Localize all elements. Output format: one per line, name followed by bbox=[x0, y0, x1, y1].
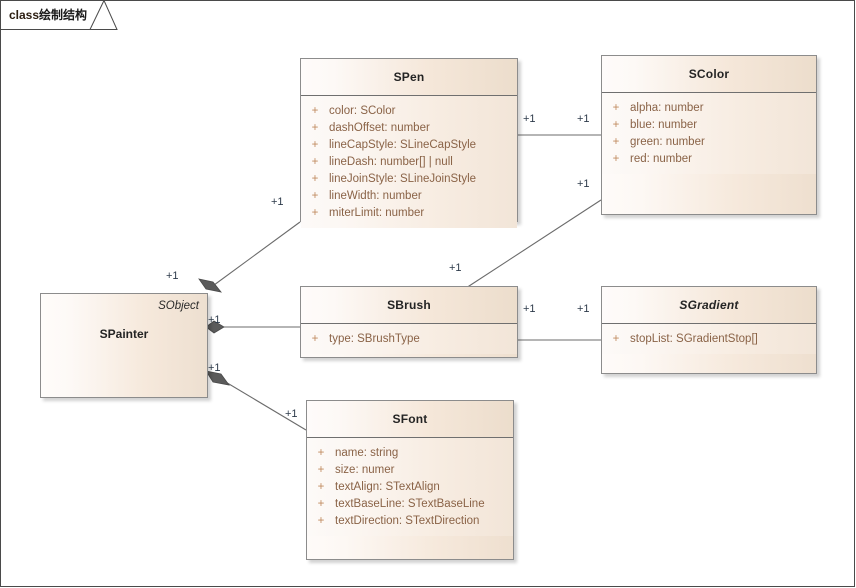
class-name-sgradient: SGradient bbox=[679, 298, 739, 312]
attribute-visibility: + bbox=[311, 122, 319, 134]
multiplicity-spen-source: +1 bbox=[271, 196, 284, 208]
attribute-text: name: string bbox=[335, 447, 399, 459]
attribute-visibility: + bbox=[317, 481, 325, 493]
relation-sbrush-scolor[interactable] bbox=[465, 199, 602, 289]
attribute-row: + size: numer bbox=[307, 462, 513, 479]
attribute-row: + lineDash: number[] | null bbox=[301, 154, 517, 171]
attribute-text: lineJoinStyle: SLineJoinStyle bbox=[329, 173, 477, 185]
multiplicity-sbrush-scolor: +1 bbox=[449, 262, 462, 274]
relation-spainter-spen[interactable] bbox=[198, 221, 301, 293]
diagram-name-tab[interactable]: class绘制结构 bbox=[0, 0, 118, 30]
attribute-text: size: numer bbox=[335, 464, 395, 476]
class-attributes-scolor: + alpha: number + blue: number + green: … bbox=[602, 93, 816, 174]
attribute-visibility: + bbox=[311, 139, 319, 151]
multiplicity-sbrush-sgradient: +1 bbox=[577, 303, 590, 315]
class-attributes-sfont: + name: string + size: numer + textAlign… bbox=[307, 438, 513, 536]
attribute-row: + red: number bbox=[602, 151, 816, 168]
class-attributes-sbrush: + type: SBrushType bbox=[301, 324, 517, 354]
class-name-scolor: SColor bbox=[688, 67, 730, 81]
attribute-text: alpha: number bbox=[630, 102, 704, 114]
attribute-row: + type: SBrushType bbox=[301, 331, 517, 348]
multiplicity-scolor-sbrush: +1 bbox=[577, 178, 590, 190]
attribute-visibility: + bbox=[317, 447, 325, 459]
attribute-row: + alpha: number bbox=[602, 100, 816, 117]
class-name-spen: SPen bbox=[393, 70, 425, 84]
attribute-text: dashOffset: number bbox=[329, 122, 430, 134]
attribute-visibility: + bbox=[317, 515, 325, 527]
attribute-row: + lineCapStyle: SLineCapStyle bbox=[301, 137, 517, 154]
class-superclass-spainter: SObject bbox=[158, 300, 199, 312]
attribute-text: green: number bbox=[630, 136, 705, 148]
attribute-text: red: number bbox=[630, 153, 693, 165]
attribute-row: + name: string bbox=[307, 445, 513, 462]
attribute-visibility: + bbox=[612, 333, 620, 345]
class-header-scolor: SColor bbox=[602, 56, 816, 93]
diagram-tab-title: 绘制结构 bbox=[39, 8, 88, 22]
attribute-visibility: + bbox=[311, 173, 319, 185]
class-header-sbrush: SBrush bbox=[301, 287, 517, 324]
class-box-sbrush[interactable]: SBrush + type: SBrushType bbox=[300, 286, 518, 358]
attribute-text: type: SBrushType bbox=[329, 333, 420, 345]
attribute-text: miterLimit: number bbox=[329, 207, 425, 219]
class-name-sbrush: SBrush bbox=[387, 298, 431, 312]
multiplicity-spainter-sfont: +1 bbox=[208, 362, 221, 374]
attribute-row: + color: SColor bbox=[301, 103, 517, 120]
attribute-visibility: + bbox=[311, 190, 319, 202]
class-header-sgradient: SGradient bbox=[602, 287, 816, 324]
attribute-row: + lineWidth: number bbox=[301, 188, 517, 205]
attribute-visibility: + bbox=[317, 498, 325, 510]
attribute-visibility: + bbox=[317, 464, 325, 476]
multiplicity-sbrush-target: +1 bbox=[523, 303, 536, 315]
attribute-row: + textBaseLine: STextBaseLine bbox=[307, 496, 513, 513]
multiplicity-scolor-spen: +1 bbox=[577, 113, 590, 125]
attribute-text: color: SColor bbox=[329, 105, 396, 117]
attribute-row: + dashOffset: number bbox=[301, 120, 517, 137]
attribute-text: lineCapStyle: SLineCapStyle bbox=[329, 139, 477, 151]
class-box-sfont[interactable]: SFont + name: string + size: numer + tex… bbox=[306, 400, 514, 560]
multiplicity-sfont-target: +1 bbox=[285, 408, 298, 420]
attribute-text: textAlign: STextAlign bbox=[335, 481, 440, 493]
attribute-visibility: + bbox=[311, 333, 319, 345]
class-box-spen[interactable]: SPen + color: SColor + dashOffset: numbe… bbox=[300, 58, 518, 228]
attribute-visibility: + bbox=[311, 105, 319, 117]
attribute-visibility: + bbox=[612, 102, 620, 114]
class-header-sfont: SFont bbox=[307, 401, 513, 438]
diagram-tab-label: class绘制结构 bbox=[9, 6, 87, 23]
attribute-row: + lineJoinStyle: SLineJoinStyle bbox=[301, 171, 517, 188]
attribute-text: lineDash: number[] | null bbox=[329, 156, 453, 168]
multiplicity-spainter-sbrush: +1 bbox=[208, 314, 221, 326]
attribute-row: + blue: number bbox=[602, 117, 816, 134]
class-box-spainter[interactable]: SObject SPainter bbox=[40, 293, 208, 398]
class-header-spen: SPen bbox=[301, 59, 517, 96]
attribute-text: stopList: SGradientStop[] bbox=[630, 333, 758, 345]
class-attributes-sgradient: + stopList: SGradientStop[] bbox=[602, 324, 816, 354]
attribute-row: + textDirection: STextDirection bbox=[307, 513, 513, 530]
multiplicity-spen-scolor: +1 bbox=[523, 113, 536, 125]
attribute-row: + green: number bbox=[602, 134, 816, 151]
relation-spainter-sfont[interactable] bbox=[205, 370, 307, 431]
class-box-sgradient[interactable]: SGradient + stopList: SGradientStop[] bbox=[601, 286, 817, 374]
diagram-tab-keyword: class bbox=[9, 8, 40, 22]
attribute-text: blue: number bbox=[630, 119, 698, 131]
attribute-visibility: + bbox=[311, 207, 319, 219]
attribute-text: textBaseLine: STextBaseLine bbox=[335, 498, 485, 510]
attribute-text: textDirection: STextDirection bbox=[335, 515, 480, 527]
attribute-visibility: + bbox=[612, 136, 620, 148]
class-box-scolor[interactable]: SColor + alpha: number + blue: number + … bbox=[601, 55, 817, 215]
class-name-spainter: SPainter bbox=[99, 327, 149, 341]
relation-spainter-sbrush[interactable] bbox=[205, 320, 301, 334]
attribute-visibility: + bbox=[612, 153, 620, 165]
attribute-text: lineWidth: number bbox=[329, 190, 422, 202]
attribute-visibility: + bbox=[311, 156, 319, 168]
attribute-row: + miterLimit: number bbox=[301, 205, 517, 222]
attribute-visibility: + bbox=[612, 119, 620, 131]
class-name-sfont: SFont bbox=[392, 412, 428, 426]
attribute-row: + stopList: SGradientStop[] bbox=[602, 331, 816, 348]
attribute-row: + textAlign: STextAlign bbox=[307, 479, 513, 496]
multiplicity-spainter-spen: +1 bbox=[166, 270, 179, 282]
class-attributes-spen: + color: SColor + dashOffset: number + l… bbox=[301, 96, 517, 228]
